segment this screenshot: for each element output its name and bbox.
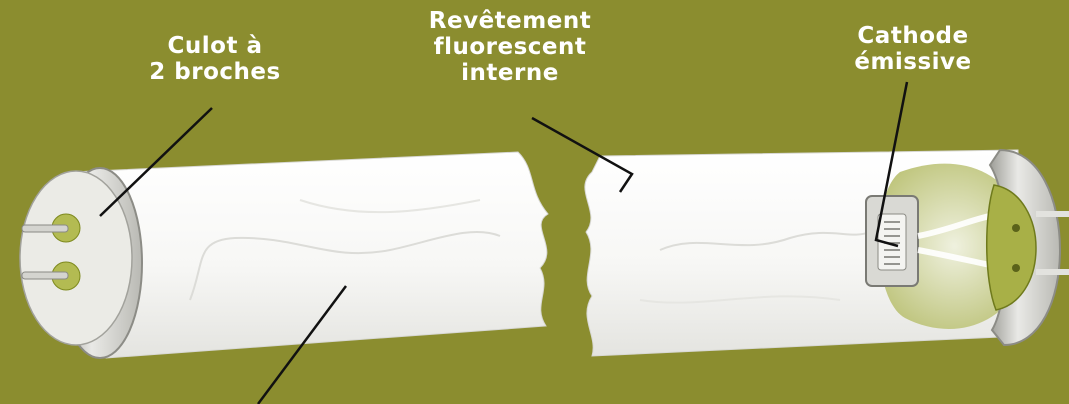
pin-socket-right-bottom <box>1012 264 1020 272</box>
pin-top <box>22 225 68 232</box>
pin-bottom <box>22 272 68 279</box>
right-tube-segment <box>585 150 1069 356</box>
left-tube-body <box>72 152 548 358</box>
label-cathode-line-2: émissive <box>848 49 978 75</box>
label-cathode: Cathode émissive <box>848 23 978 75</box>
pin-socket-right-top <box>1012 224 1020 232</box>
label-revetement-line-3: interne <box>420 60 600 86</box>
left-tube-segment <box>72 152 548 358</box>
end-cap-left <box>20 168 142 358</box>
label-culot: Culot à 2 broches <box>145 33 285 85</box>
label-cathode-line-1: Cathode <box>848 23 978 49</box>
label-culot-line-1: Culot à <box>145 33 285 59</box>
label-revetement-line-1: Revêtement <box>420 8 600 34</box>
cap-face <box>20 171 132 345</box>
label-culot-line-2: 2 broches <box>145 59 285 85</box>
label-revetement: Revêtement fluorescent interne <box>420 8 600 86</box>
label-revetement-line-2: fluorescent <box>420 34 600 60</box>
